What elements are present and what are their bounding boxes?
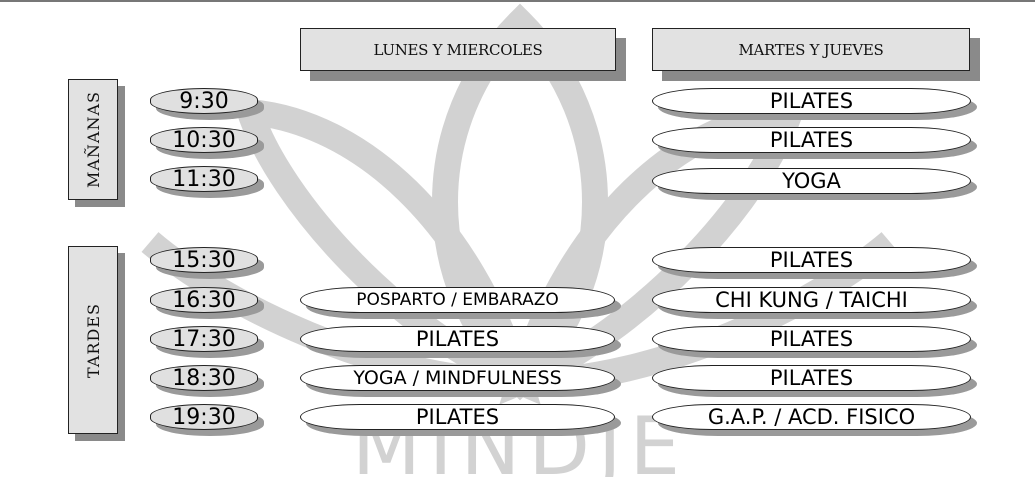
time-slot: 11:30 <box>150 166 258 192</box>
header-lunes-miercoles: LUNES Y MIERCOLES <box>300 28 616 71</box>
time-slot: 17:30 <box>150 326 258 352</box>
class-martes-0930: PILATES <box>652 88 971 114</box>
time-slot: 9:30 <box>150 88 258 114</box>
section-mananas: MAÑANAS <box>68 79 118 200</box>
time-slot: 10:30 <box>150 127 258 153</box>
time-slot: 16:30 <box>150 287 258 313</box>
class-lunes-1830: YOGA / MINDFULNESS <box>300 365 615 391</box>
header-martes-jueves: MARTES Y JUEVES <box>652 28 970 71</box>
section-tardes: TARDES <box>68 246 118 434</box>
section-label: TARDES <box>83 302 103 378</box>
time-slot: 19:30 <box>150 404 258 430</box>
class-lunes-1930: PILATES <box>300 404 615 430</box>
class-martes-1030: PILATES <box>652 127 971 153</box>
class-lunes-1630: POSPARTO / EMBARAZO <box>300 287 615 313</box>
time-slot: 15:30 <box>150 247 258 273</box>
class-martes-1730: PILATES <box>652 326 971 352</box>
class-martes-1130: YOGA <box>652 168 971 194</box>
class-martes-1530: PILATES <box>652 247 971 273</box>
class-martes-1830: PILATES <box>652 365 971 391</box>
section-label: MAÑANAS <box>83 90 103 189</box>
header-label: MARTES Y JUEVES <box>738 40 884 59</box>
class-lunes-1730: PILATES <box>300 326 615 352</box>
class-martes-1630: CHI KUNG / TAICHI <box>652 287 971 313</box>
time-slot: 18:30 <box>150 365 258 391</box>
header-label: LUNES Y MIERCOLES <box>373 40 543 59</box>
class-martes-1930: G.A.P. / ACD. FISICO <box>652 404 971 430</box>
